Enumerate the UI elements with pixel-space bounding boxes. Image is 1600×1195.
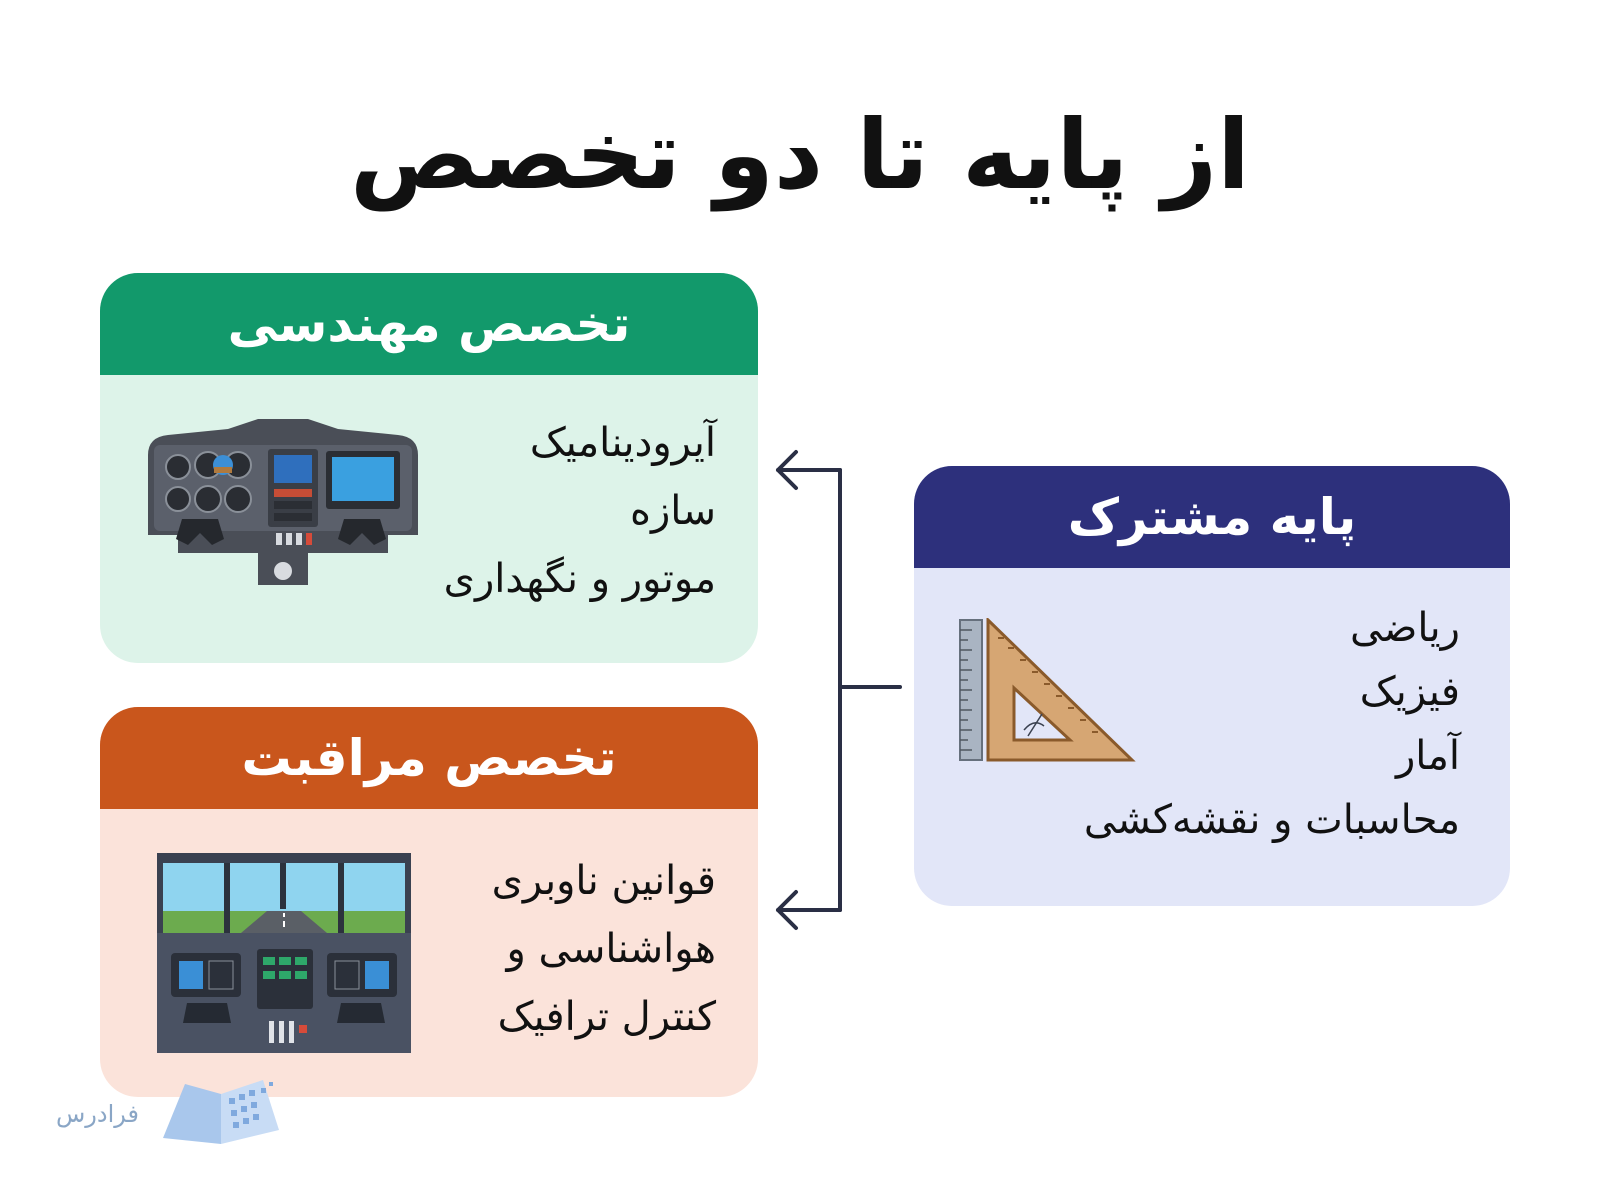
- base-item: ریاضی: [1350, 605, 1460, 651]
- base-item: آمار: [1395, 733, 1460, 779]
- care-item: هواشناسی و: [506, 926, 716, 972]
- arrow-head-bottom: [776, 890, 798, 930]
- base-heading: پایه مشترک: [914, 466, 1510, 568]
- care-item: کنترل ترافیک: [497, 994, 716, 1040]
- arrow-head-top: [776, 450, 798, 490]
- engineering-items: آیرودینامیک سازه موتور و نگهداری: [444, 409, 716, 613]
- engineering-item: موتور و نگهداری: [443, 556, 716, 602]
- engineering-item: آیرودینامیک: [529, 420, 716, 466]
- base-body: ریاضی فیزیک آمار محاسبات و نقشه‌کشی: [914, 568, 1510, 906]
- ruler-set-square-icon: [959, 618, 1136, 762]
- engineering-heading: تخصص مهندسی: [100, 273, 758, 375]
- engineering-body: آیرودینامیک سازه موتور و نگهداری: [100, 375, 758, 663]
- page-title: از پایه تا دو تخصص: [349, 99, 1251, 211]
- engineering-item: سازه: [630, 488, 716, 534]
- base-items: ریاضی فیزیک آمار محاسبات و نقشه‌کشی: [1084, 596, 1460, 852]
- base-item: محاسبات و نقشه‌کشی: [1083, 797, 1460, 843]
- care-body: قوانین ناوبری هواشناسی و کنترل ترافیک: [100, 809, 758, 1097]
- engineering-card: تخصص مهندسی آیرودینامیک سازه موتور و نگه…: [100, 273, 758, 663]
- care-item: قوانین ناوبری: [491, 858, 716, 904]
- base-card: پایه مشترک ریاضی فیزیک آمار محاسبات و نق…: [914, 466, 1510, 906]
- care-items: قوانین ناوبری هواشناسی و کنترل ترافیک: [492, 847, 716, 1051]
- logo-text: فرادرس: [56, 1100, 139, 1128]
- base-item: فیزیک: [1359, 669, 1460, 715]
- logo-book-icon: [163, 1080, 279, 1144]
- care-heading: تخصص مراقبت: [100, 707, 758, 809]
- cockpit-panel-icon: [148, 419, 418, 585]
- care-card: تخصص مراقبت قوانین ناوبری هواشناسی و کنت…: [100, 707, 758, 1097]
- cockpit-runway-icon: [157, 853, 411, 1053]
